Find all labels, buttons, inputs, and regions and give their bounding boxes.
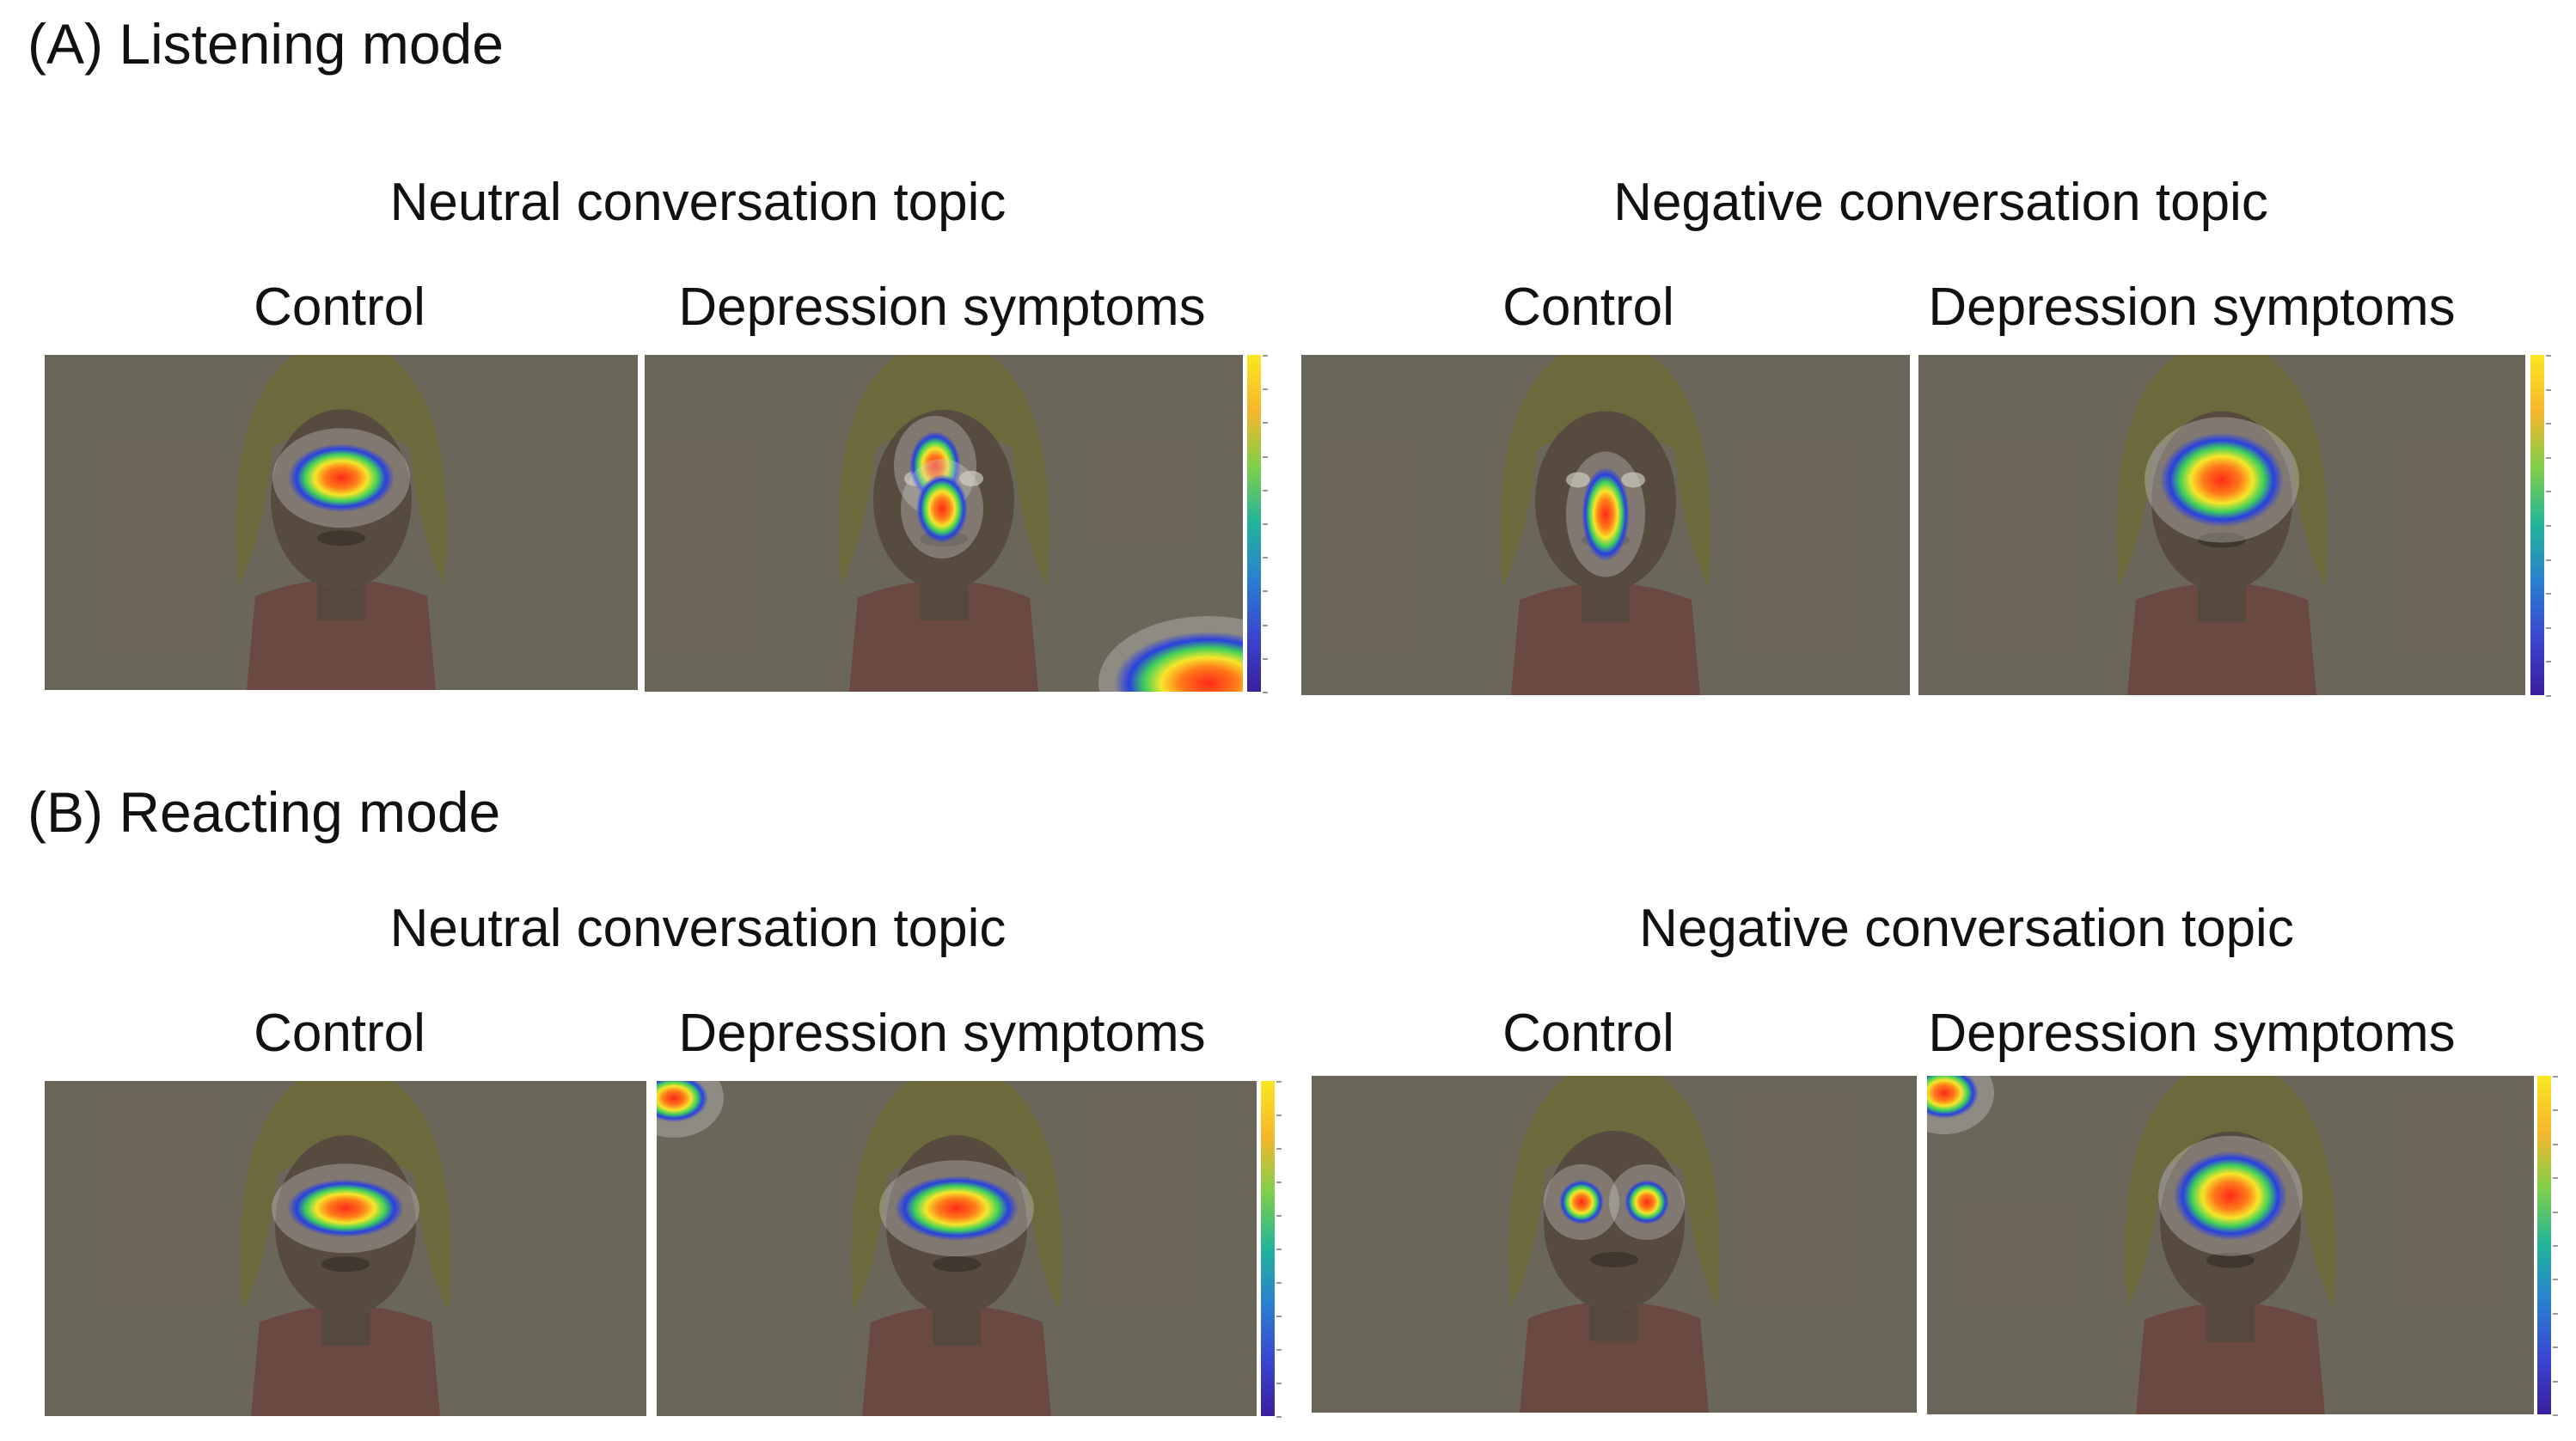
cond-b-negative-control: Control <box>1502 1004 1674 1063</box>
heat-blob <box>1582 467 1630 562</box>
heat-blob <box>1559 1179 1604 1224</box>
topic-a-negative: Negative conversation topic <box>1613 173 2268 232</box>
heatmap-panel <box>645 355 1243 692</box>
cond-a-neutral-control: Control <box>254 278 425 337</box>
cond-a-neutral-depression: Depression symptoms <box>678 278 1206 337</box>
heat-blob <box>2160 432 2284 528</box>
heat-blob <box>288 443 395 513</box>
heat-blob <box>2174 1151 2287 1241</box>
avatar-hair <box>838 355 1049 586</box>
heat-blob <box>1114 632 1243 692</box>
heatmap-panel <box>45 355 638 690</box>
cond-a-negative-depression: Depression symptoms <box>1928 278 2456 337</box>
avatar-hair <box>236 355 447 586</box>
avatar-hair <box>2116 355 2328 588</box>
avatar-shirt <box>1520 1301 1709 1413</box>
heatmap-panel <box>45 1081 646 1416</box>
section-title-reacting: (B) Reacting mode <box>28 780 501 844</box>
avatar-hair <box>240 1081 451 1312</box>
avatar-shirt <box>2127 583 2316 695</box>
avatar-shirt <box>849 580 1038 692</box>
cond-b-negative-depression: Depression symptoms <box>1928 1004 2456 1063</box>
avatar-hair <box>1508 1076 1720 1307</box>
topic-b-negative: Negative conversation topic <box>1639 899 2294 958</box>
heatmap-panel <box>657 1081 1257 1416</box>
avatar-shirt <box>1511 583 1700 695</box>
avatar-shirt <box>247 579 436 690</box>
topic-b-neutral: Neutral conversation topic <box>389 899 1007 958</box>
cond-a-negative-control: Control <box>1502 278 1674 337</box>
heatmap-panel <box>1918 355 2525 695</box>
colorbar-icon <box>2530 355 2551 697</box>
heatmap-panel <box>1301 355 1910 695</box>
topic-a-neutral: Neutral conversation topic <box>389 173 1007 232</box>
avatar-shirt <box>862 1305 1051 1416</box>
cond-b-neutral-depression: Depression symptoms <box>678 1004 1206 1063</box>
heat-blob <box>1927 1076 1979 1119</box>
avatar-shirt <box>251 1305 440 1416</box>
avatar-face-icon <box>1544 1130 1685 1311</box>
heatmap-panel <box>1927 1076 2534 1414</box>
heatmap-panel <box>1312 1076 1917 1413</box>
colorbar-icon <box>2537 1076 2558 1416</box>
colorbar-icon <box>1261 1081 1282 1418</box>
heat-blob <box>287 1179 404 1238</box>
avatar-hair <box>2125 1076 2336 1308</box>
heat-blob <box>895 1175 1019 1242</box>
heat-blob <box>1625 1179 1669 1224</box>
heat-blob <box>657 1081 708 1122</box>
avatar-shirt <box>2136 1302 2325 1414</box>
avatar-hair <box>851 1081 1062 1312</box>
heat-blob <box>916 473 968 543</box>
section-title-listening: (A) Listening mode <box>28 12 504 76</box>
cond-b-neutral-control: Control <box>254 1004 425 1063</box>
colorbar-icon <box>1247 355 1268 693</box>
avatar-hair <box>1500 355 1711 588</box>
